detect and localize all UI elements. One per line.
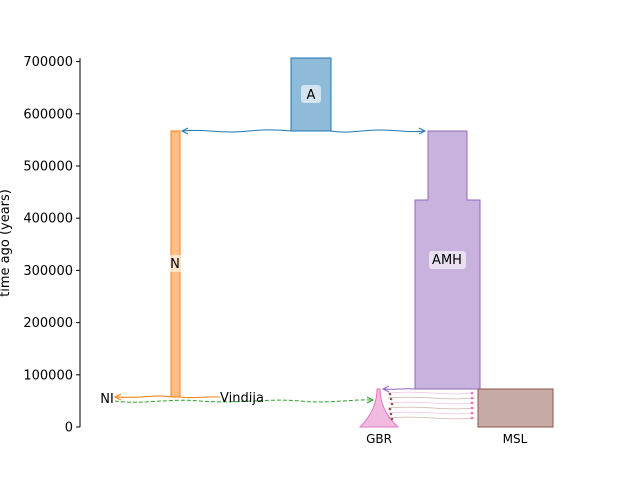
y-tick-label: 500000 (23, 160, 73, 175)
deme-AMH-label: AMH (432, 253, 462, 268)
migration-lines (387, 391, 476, 421)
deme-GBR-label: GBR (366, 432, 392, 446)
deme-MSL-label: MSL (503, 432, 528, 446)
ancestry-arrows-A (180, 127, 427, 135)
migration-arrowhead (470, 406, 474, 410)
leaf-label-Vindija: Vindija (220, 391, 264, 406)
migration-arrowhead (470, 396, 474, 400)
y-tick-label: 400000 (23, 212, 73, 227)
branch-AMH-to-GBR-head (381, 385, 390, 393)
migration-arrowhead (470, 416, 474, 420)
y-tick-label: 0 (65, 421, 73, 436)
migration-line (387, 401, 476, 405)
deme-MSL: MSL (477, 388, 554, 446)
AMH-to-GBR-branch (381, 385, 416, 393)
deme-A-label: A (307, 88, 316, 103)
deme-N-label-box (168, 255, 183, 272)
migration-line (387, 391, 476, 395)
pulse-line (114, 399, 373, 403)
y-tick-label: 700000 (23, 55, 73, 70)
migration-line (387, 411, 476, 415)
y-tick-label: 600000 (23, 107, 73, 122)
migration-arrowhead (389, 397, 393, 401)
ancestry-arrow-A-to-N-head (180, 127, 189, 135)
migration-arrowhead (388, 407, 392, 411)
deme-AMH: AMH (414, 130, 481, 390)
deme-N-label: N (170, 257, 180, 272)
leaf-label-NI: NI (100, 392, 114, 407)
migration-arrowhead (390, 417, 394, 421)
y-tick-label: 100000 (23, 368, 73, 383)
migration-line (387, 396, 476, 400)
deme-A-label-box (301, 85, 321, 103)
migration-arrowhead (470, 391, 474, 395)
deme-AMH-label-box (429, 251, 466, 269)
ancestry-arrow-A-to-N (182, 129, 292, 133)
migration-arrowhead (389, 412, 393, 416)
migration-line (387, 416, 476, 420)
migration-arrowhead (388, 392, 392, 396)
deme-GBR: GBR (358, 388, 400, 446)
pulse-arrowhead (366, 396, 375, 404)
y-tick-label: 300000 (23, 264, 73, 279)
y-tick-label: 200000 (23, 316, 73, 331)
branch-N-to-Vindija (179, 396, 221, 399)
N-branches (113, 393, 221, 401)
ancestry-arrow-A-to-AMH-head (418, 127, 427, 135)
branch-N-to-NI-head (113, 393, 122, 401)
deme-N: N (168, 130, 183, 398)
deme-A: A (290, 57, 332, 132)
ancestry-arrow-A-to-AMH (330, 129, 425, 133)
deme-A-block (290, 57, 332, 132)
migration-line (387, 406, 476, 410)
migration-arrowhead (390, 402, 394, 406)
branch-N-to-NI (116, 395, 172, 398)
branch-AMH-to-GBR (383, 388, 416, 390)
y-axis: 0 100000 200000 300000 400000 500000 600000 700… (23, 55, 81, 436)
y-axis-title: time ago (years) (0, 189, 13, 297)
migration-arrowhead (470, 411, 474, 415)
migration-arrowhead (470, 401, 474, 405)
deme-GBR-block (358, 388, 400, 428)
deme-MSL-block (477, 388, 554, 428)
pulse-migration (114, 396, 375, 404)
